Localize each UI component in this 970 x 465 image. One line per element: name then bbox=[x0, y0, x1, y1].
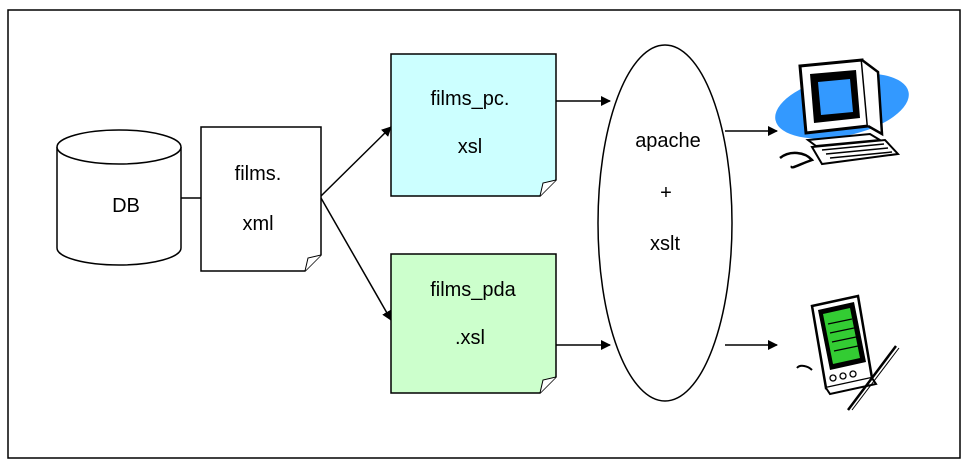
server-line2: + bbox=[660, 182, 672, 204]
diagram-frame bbox=[7, 9, 961, 459]
films-xml-document: films. xml bbox=[200, 126, 322, 272]
films-pc-xsl-line2: xsl bbox=[458, 136, 482, 158]
server-line3: xslt bbox=[650, 233, 680, 255]
database-cylinder: DB bbox=[56, 129, 182, 266]
films-xml-line1: films. bbox=[235, 163, 282, 185]
films-xml-line2: xml bbox=[242, 213, 273, 235]
films-pc-xsl-line1: films_pc. bbox=[431, 88, 510, 110]
xml-to-pda-xsl-arrow bbox=[320, 197, 392, 321]
films-pc-xsl-document: films_pc. xsl bbox=[390, 53, 557, 197]
apache-xslt-server: apache + xslt bbox=[597, 44, 733, 402]
films-pda-xsl-line1: films_pda bbox=[430, 279, 516, 301]
server-line1: apache bbox=[635, 130, 701, 152]
films-pda-xsl-document: films_pda .xsl bbox=[390, 253, 557, 394]
xml-to-pc-xsl-arrow bbox=[320, 126, 392, 197]
desktop-computer-icon bbox=[775, 58, 909, 169]
films-pda-xsl-line2: .xsl bbox=[455, 327, 485, 349]
db-label: DB bbox=[112, 195, 140, 217]
pda-handheld-icon bbox=[796, 294, 900, 411]
